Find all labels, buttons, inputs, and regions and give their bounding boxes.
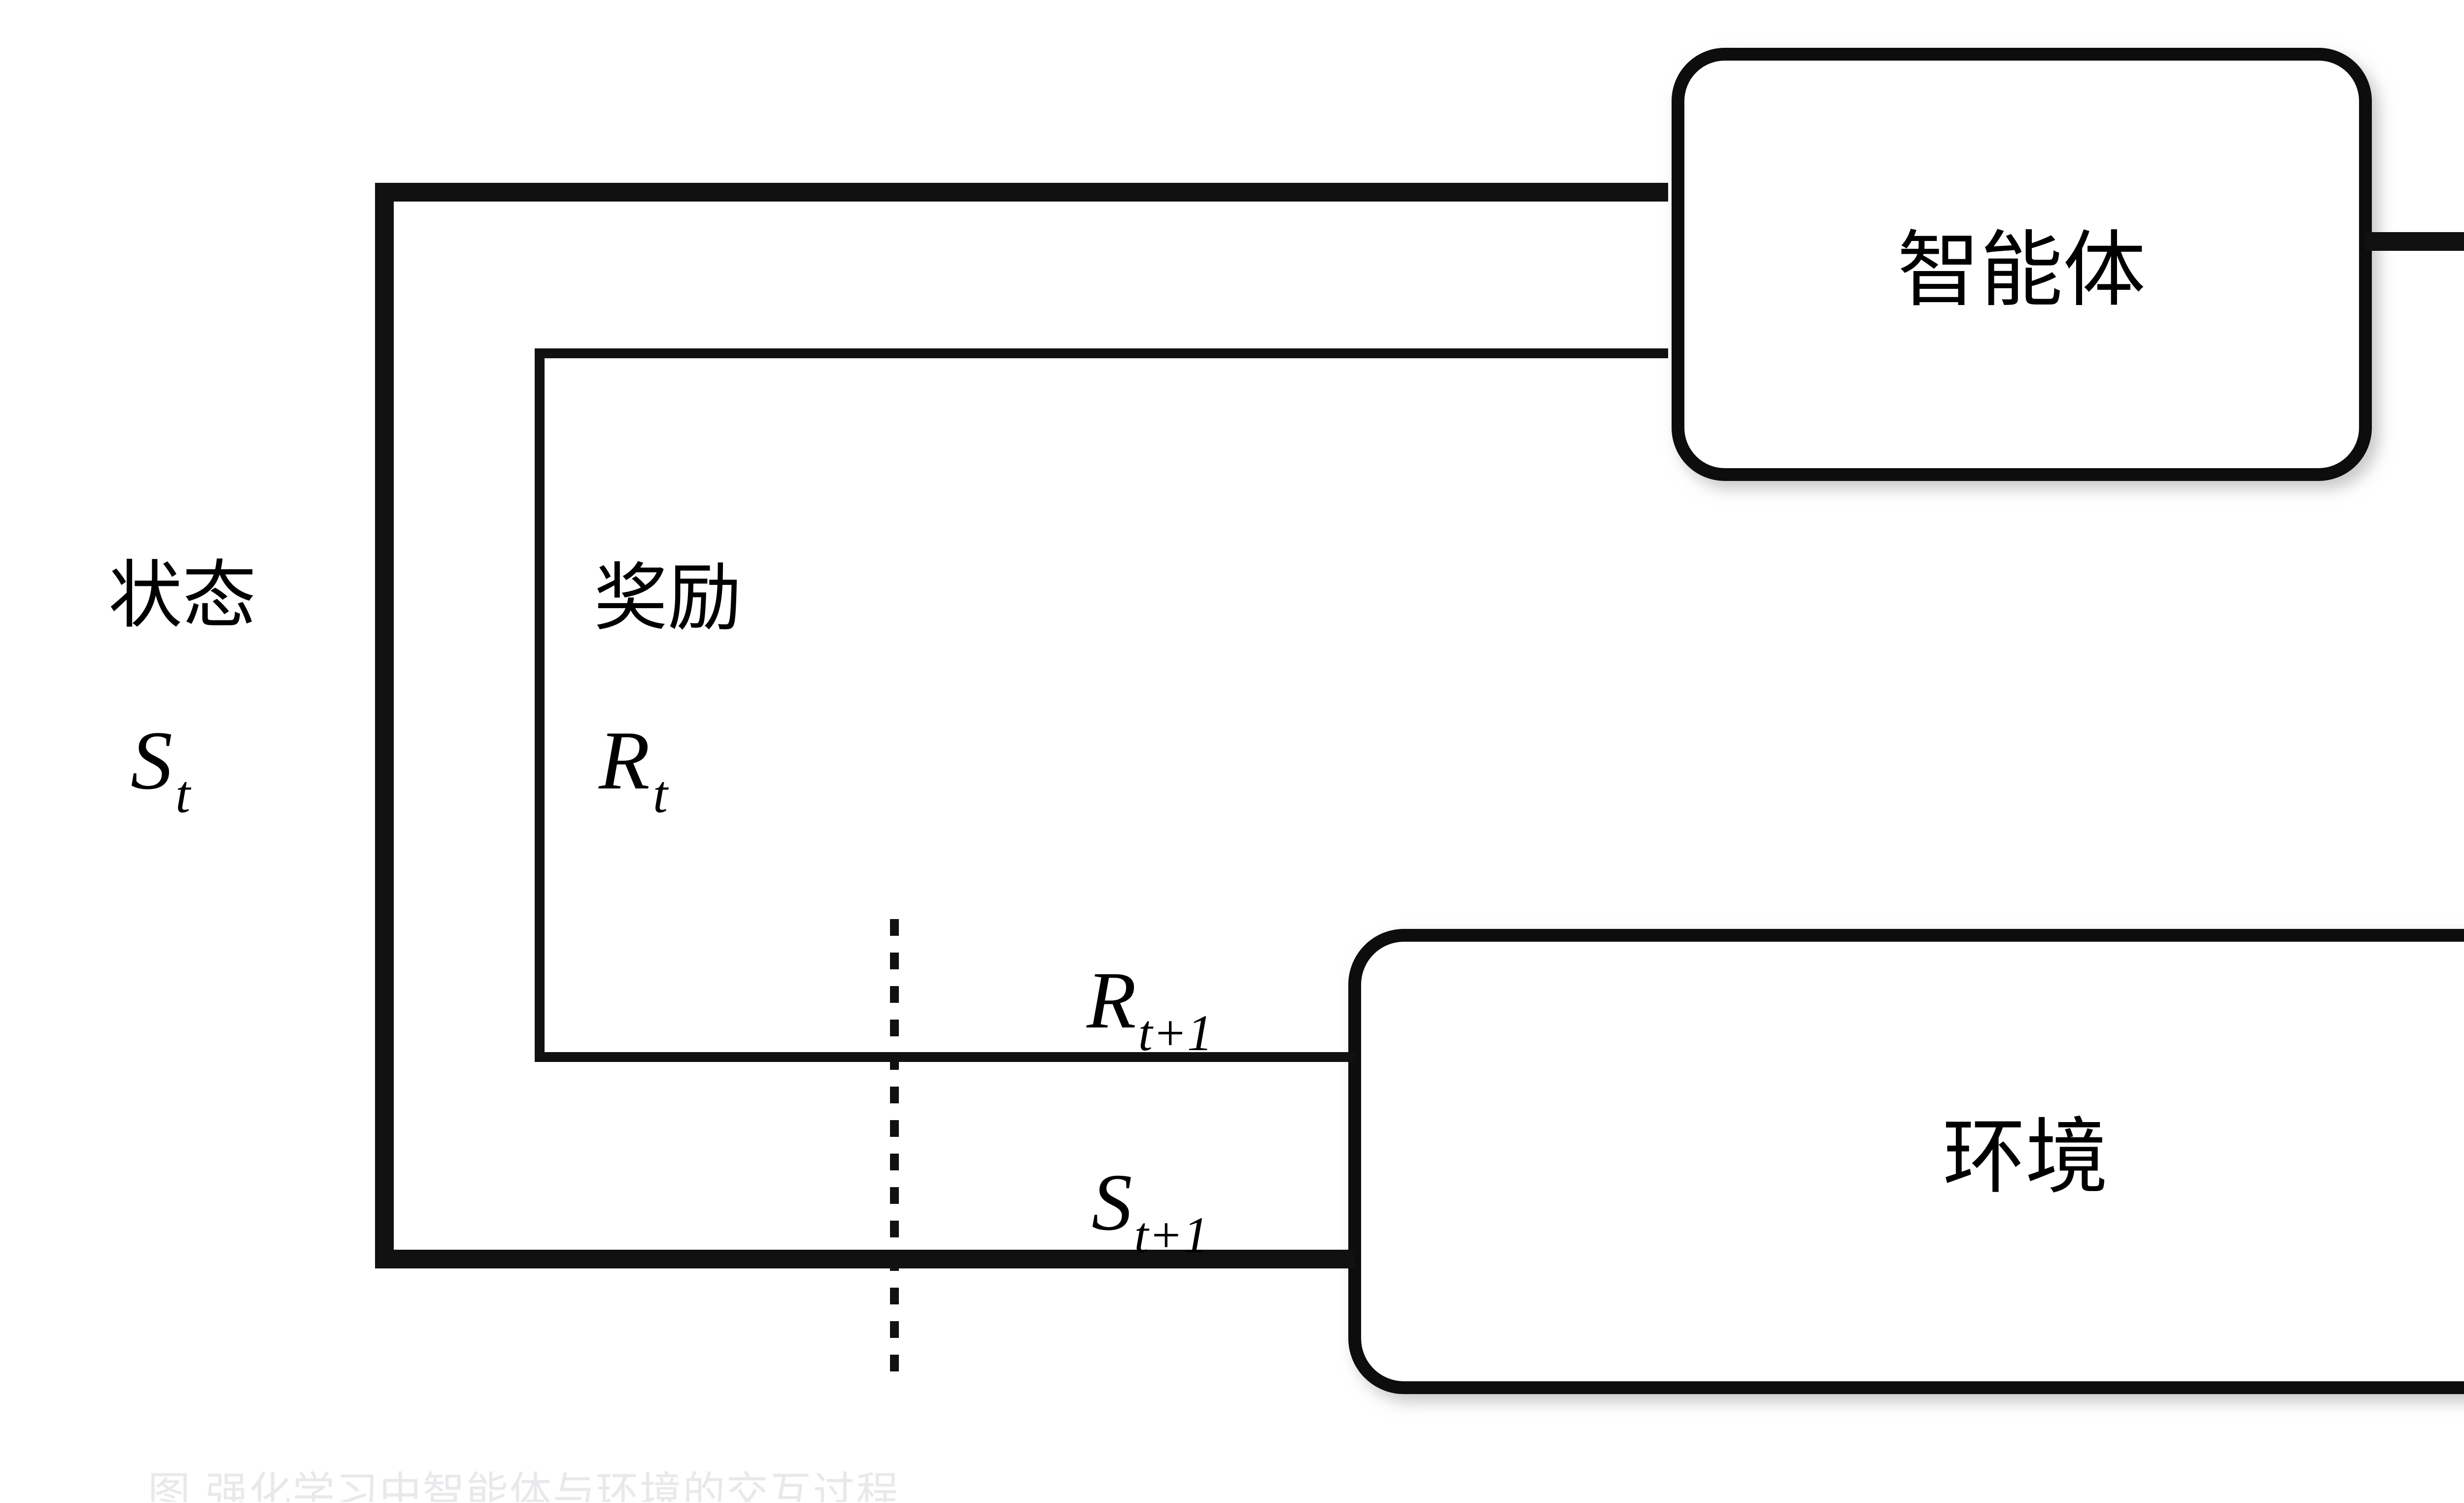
state-feedback-path bbox=[375, 183, 1641, 1268]
label-state: 状态 St bbox=[108, 553, 256, 824]
label-reward: 奖励 Rt bbox=[594, 555, 742, 824]
reward-next-symbol: Rt+1 bbox=[1086, 955, 1213, 1061]
agent-label: 智能体 bbox=[1897, 222, 2146, 318]
reward-label-cn: 奖励 bbox=[594, 555, 742, 641]
edge-state-feedback bbox=[375, 183, 1669, 1268]
environment-label: 环境 bbox=[1943, 1109, 2108, 1205]
environment-box[interactable] bbox=[1348, 929, 2464, 1394]
figure-caption: 图 强化学习中智能体与环境的交互过程 bbox=[148, 1468, 900, 1502]
state-label-cn: 状态 bbox=[108, 553, 256, 639]
state-next-symbol: St+1 bbox=[1092, 1157, 1209, 1264]
state-symbol: St bbox=[131, 714, 192, 824]
reward-symbol: Rt bbox=[598, 714, 669, 824]
environment-node[interactable]: 环境 bbox=[1348, 929, 2464, 1394]
agent-box[interactable] bbox=[1672, 48, 2372, 481]
agent-node[interactable]: 智能体 bbox=[1672, 48, 2372, 481]
